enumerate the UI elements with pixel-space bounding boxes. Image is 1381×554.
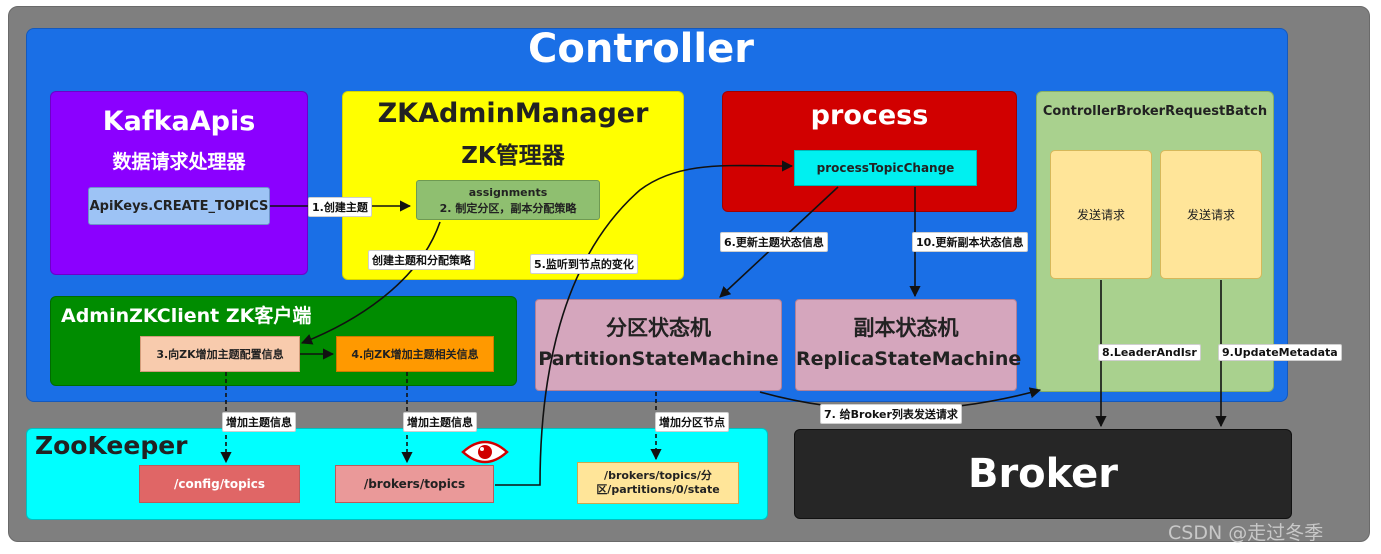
label-step9: 9.UpdateMetadata — [1218, 344, 1342, 361]
replica-sm-en: ReplicaStateMachine — [796, 348, 1022, 370]
label-step1: 1.创建主题 — [308, 197, 372, 217]
process-topic-change-box: processTopicChange — [794, 150, 977, 186]
broker-box: Broker — [794, 429, 1292, 519]
eye-icon — [461, 440, 509, 464]
step3-box: 3.向ZK增加主题配置信息 — [140, 336, 300, 372]
label-step7: 7. 给Broker列表发送请求 — [820, 404, 962, 424]
label-zk-add2: 增加主题信息 — [403, 412, 477, 432]
zk-node-brokers-topics: /brokers/topics — [335, 465, 494, 503]
assignments-line2: 2. 制定分区，副本分配策略 — [439, 202, 577, 215]
zk-admin-subtitle: ZK管理器 — [461, 143, 565, 169]
batch-title: ControllerBrokerRequestBatch — [1042, 104, 1268, 119]
partition-state-machine-box: 分区状态机 PartitionStateMachine — [535, 299, 782, 391]
zk-node-partition-state: /brokers/topics/分区/partitions/0/state — [577, 462, 739, 504]
label-step10: 10.更新副本状态信息 — [912, 232, 1028, 252]
zk-node-config-topics: /config/topics — [139, 465, 300, 503]
replica-state-machine-box: 副本状态机 ReplicaStateMachine — [795, 299, 1022, 391]
label-step5: 5.监听到节点的变化 — [530, 254, 638, 274]
label-step6: 6.更新主题状态信息 — [720, 232, 828, 252]
kafka-apis-box: KafkaApis 数据请求处理器 — [50, 91, 308, 275]
partition-sm-en: PartitionStateMachine — [538, 348, 779, 370]
controller-title: Controller — [528, 26, 754, 72]
arrow-create-to-adminzk — [300, 221, 441, 345]
kafka-apis-subtitle: 数据请求处理器 — [112, 151, 246, 173]
send-request-box-2: 发送请求 — [1160, 150, 1262, 279]
kafka-apis-title: KafkaApis — [102, 106, 256, 137]
send-request-box-1: 发送请求 — [1050, 150, 1152, 279]
zk-admin-title: ZKAdminManager — [377, 98, 649, 129]
step4-box: 4.向ZK增加主题相关信息 — [336, 336, 494, 372]
process-title: process — [810, 100, 929, 131]
label-zk-add3: 增加分区节点 — [655, 412, 729, 432]
arrow-5-watch — [495, 160, 794, 486]
assignments-line1: assignments — [468, 186, 548, 199]
admin-zk-client-title: AdminZKClient ZK客户端 — [61, 305, 312, 327]
label-step8: 8.LeaderAndIsr — [1098, 344, 1201, 361]
assignments-box: assignments 2. 制定分区，副本分配策略 — [416, 180, 600, 220]
label-zk-add1: 增加主题信息 — [222, 412, 296, 432]
label-create-and-assign: 创建主题和分配策略 — [368, 250, 475, 270]
watermark: CSDN @走过冬季 — [1168, 522, 1324, 544]
replica-sm-cn: 副本状态机 — [853, 316, 959, 340]
partition-sm-cn: 分区状态机 — [606, 316, 711, 340]
api-key-box: ApiKeys.CREATE_TOPICS — [88, 187, 270, 225]
zookeeper-title: ZooKeeper — [35, 431, 188, 460]
